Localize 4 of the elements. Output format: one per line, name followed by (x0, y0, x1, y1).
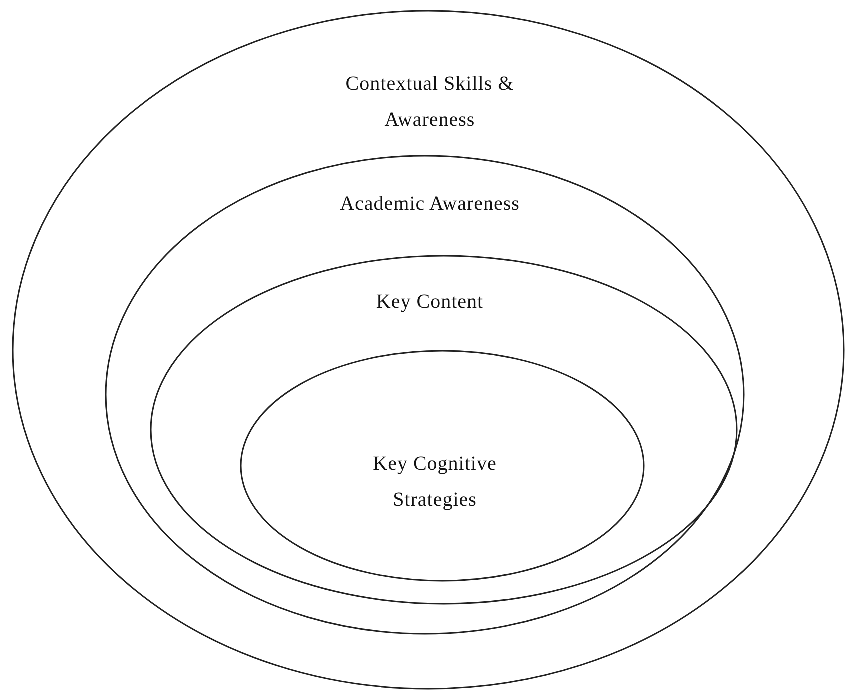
ring-label: Key Content (375, 290, 485, 315)
ring-label: Academic Awareness (339, 192, 521, 217)
ring-label: Contextual Skills & Awareness (344, 72, 516, 133)
ring-label: Key Cognitive Strategies (372, 452, 498, 513)
